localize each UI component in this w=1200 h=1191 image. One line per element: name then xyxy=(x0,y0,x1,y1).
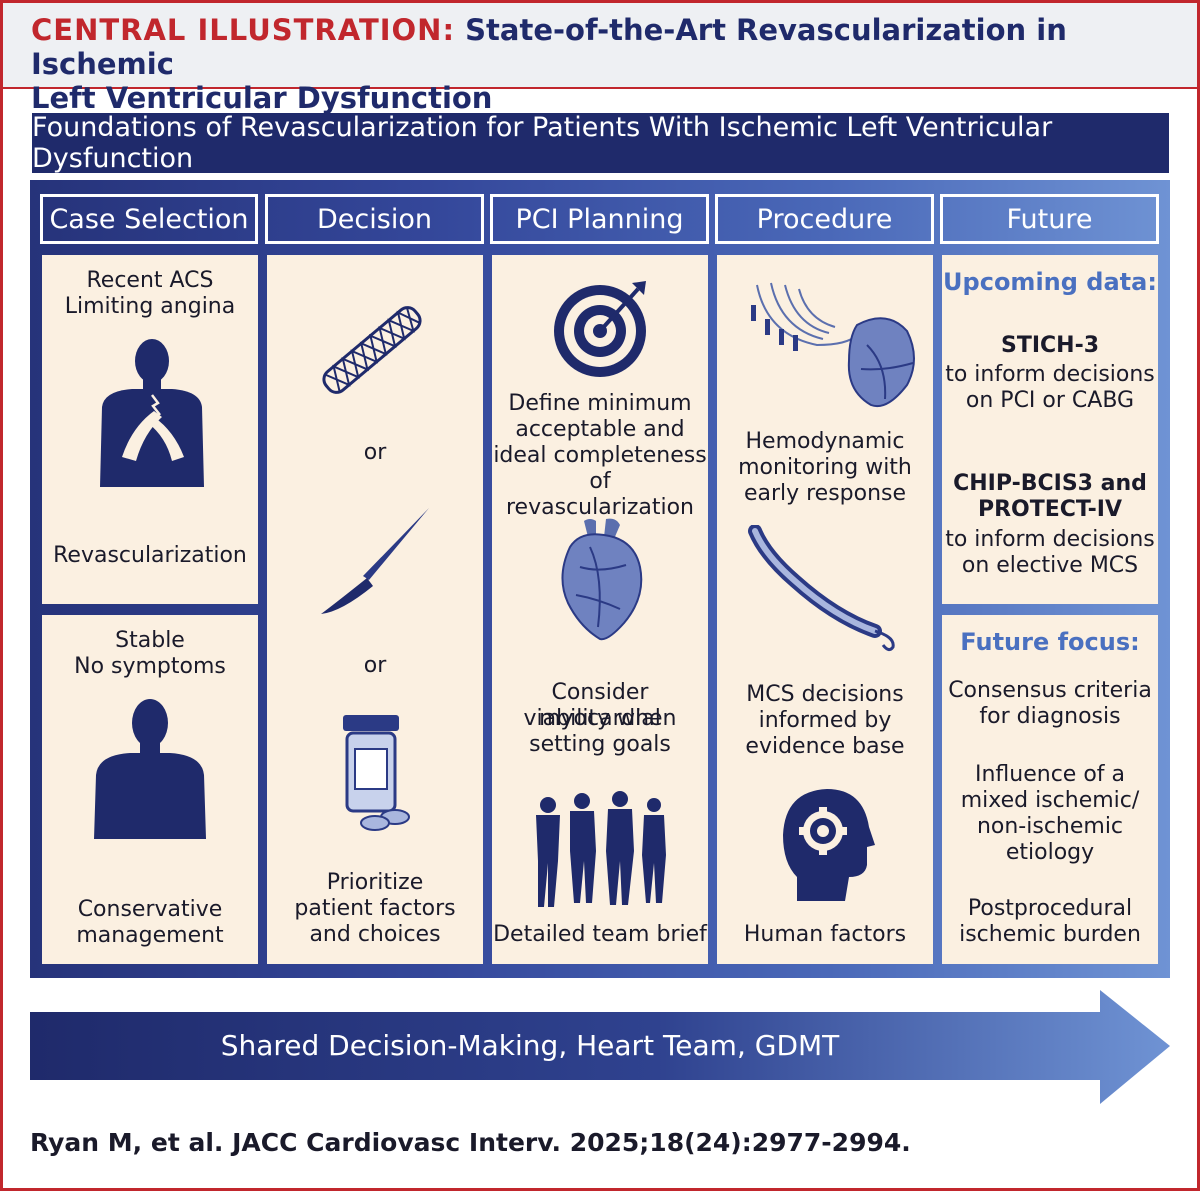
stich3-text-line1: to inform decisions xyxy=(945,362,1155,387)
human-factors-text: Human factors xyxy=(743,922,907,947)
team-icon xyxy=(536,791,666,907)
citation: Ryan M, et al. JACC Cardiovasc Interv. 2… xyxy=(30,1128,911,1157)
prioritize-text-line1: Prioritize xyxy=(326,870,424,895)
focus2-line1: Influence of a xyxy=(974,762,1125,787)
chip-bcis3-text-line1: to inform decisions xyxy=(945,527,1155,552)
define-text-line3: ideal completeness xyxy=(493,443,707,468)
heading-pci-planning: PCI Planning xyxy=(490,194,709,244)
pci-planning-box: Define minimum acceptable and ideal comp… xyxy=(492,255,708,964)
heading-procedure: Procedure xyxy=(715,194,934,244)
arrow-label: Shared Decision-Making, Heart Team, GDMT xyxy=(220,1028,840,1062)
revascularization-outcome: Revascularization xyxy=(53,543,247,568)
or-separator-1: or xyxy=(363,440,387,465)
figure-title-line1: State-of-the-Art Revascularization in Is… xyxy=(31,13,1067,81)
define-text-line4: of revascularization xyxy=(505,469,695,520)
head-gear-icon xyxy=(783,789,875,901)
chip-bcis3-name-line2: PROTECT-IV xyxy=(977,497,1123,522)
stable-text: Stable xyxy=(115,628,185,653)
target-icon xyxy=(554,281,646,377)
future-focus-box: Future focus: Consensus criteria for dia… xyxy=(942,615,1158,964)
figure-header: CENTRAL ILLUSTRATION: State-of-the-Art R… xyxy=(3,3,1197,115)
future-upcoming-box: Upcoming data: STICH-3 to inform decisio… xyxy=(942,255,1158,604)
scalpel-icon xyxy=(321,508,429,614)
consider-text-line2: viability when xyxy=(523,706,677,731)
chip-bcis3-name-line1: CHIP-BCIS3 and xyxy=(953,471,1147,496)
focus2-line4: etiology xyxy=(1005,840,1095,865)
conservative-outcome-line2: management xyxy=(76,923,224,948)
shared-decision-arrow xyxy=(30,990,1170,1104)
impella-device-icon xyxy=(748,525,895,652)
hemodynamic-text-line2: monitoring with xyxy=(738,455,912,480)
recent-acs-text: Recent ACS xyxy=(86,268,214,293)
define-text-line2: acceptable and xyxy=(515,417,685,442)
focus1-line2: for diagnosis xyxy=(979,704,1121,729)
conservative-outcome-line1: Conservative xyxy=(77,897,223,922)
mcs-text-line3: evidence base xyxy=(745,734,905,759)
future-focus-title: Future focus: xyxy=(960,628,1140,656)
case-selection-bottom-box: Stable No symptoms Conservative manageme… xyxy=(42,615,258,964)
decision-box: or or Prioritize patient factors and cho… xyxy=(267,255,483,964)
focus2-line3: non-ischemic xyxy=(976,814,1124,839)
team-brief-text: Detailed team brief xyxy=(493,922,707,947)
foundations-banner: Foundations of Revascularization for Pat… xyxy=(32,112,1169,174)
prioritize-text-line2: patient factors xyxy=(294,896,456,921)
upcoming-data-title: Upcoming data: xyxy=(943,268,1157,296)
heading-decision: Decision xyxy=(265,194,484,244)
catheter-heart-icon xyxy=(751,282,915,407)
stent-icon xyxy=(322,306,422,394)
focus3-line1: Postprocedural xyxy=(967,896,1133,921)
prioritize-text-line3: and choices xyxy=(309,922,441,947)
focus1-line1: Consensus criteria xyxy=(948,678,1152,703)
heading-future: Future xyxy=(940,194,1159,244)
hemodynamic-text-line3: early response xyxy=(743,481,907,506)
person-silhouette-icon xyxy=(94,699,206,839)
limiting-angina-text: Limiting angina xyxy=(64,294,236,319)
heading-case-selection: Case Selection xyxy=(40,194,258,244)
case-selection-top-box: Recent ACS Limiting angina Revasculariza… xyxy=(42,255,258,604)
mcs-text-line2: informed by xyxy=(758,708,892,733)
focus2-line2: mixed ischemic/ xyxy=(960,788,1140,813)
hemodynamic-text-line1: Hemodynamic xyxy=(745,429,905,454)
mcs-text-line1: MCS decisions xyxy=(746,682,904,707)
heart-icon xyxy=(561,518,643,641)
consider-text-line1: Consider myocardial xyxy=(539,680,661,731)
central-illustration-label: CENTRAL ILLUSTRATION: xyxy=(31,13,456,47)
no-symptoms-text: No symptoms xyxy=(74,654,226,679)
consider-text-line3: setting goals xyxy=(529,732,671,757)
pill-bottle-icon xyxy=(343,715,410,831)
chest-pain-person-icon xyxy=(100,339,204,487)
chip-bcis3-text-line2: on elective MCS xyxy=(961,553,1139,578)
focus3-line2: ischemic burden xyxy=(959,922,1141,947)
procedure-box: Hemodynamic monitoring with early respon… xyxy=(717,255,933,964)
stich3-text-line2: on PCI or CABG xyxy=(965,388,1135,413)
figure-title-line2: Left Ventricular Dysfunction xyxy=(31,81,493,115)
or-separator-2: or xyxy=(363,653,387,678)
define-text-line1: Define minimum xyxy=(508,391,692,416)
stich3-name: STICH-3 xyxy=(1000,333,1100,358)
